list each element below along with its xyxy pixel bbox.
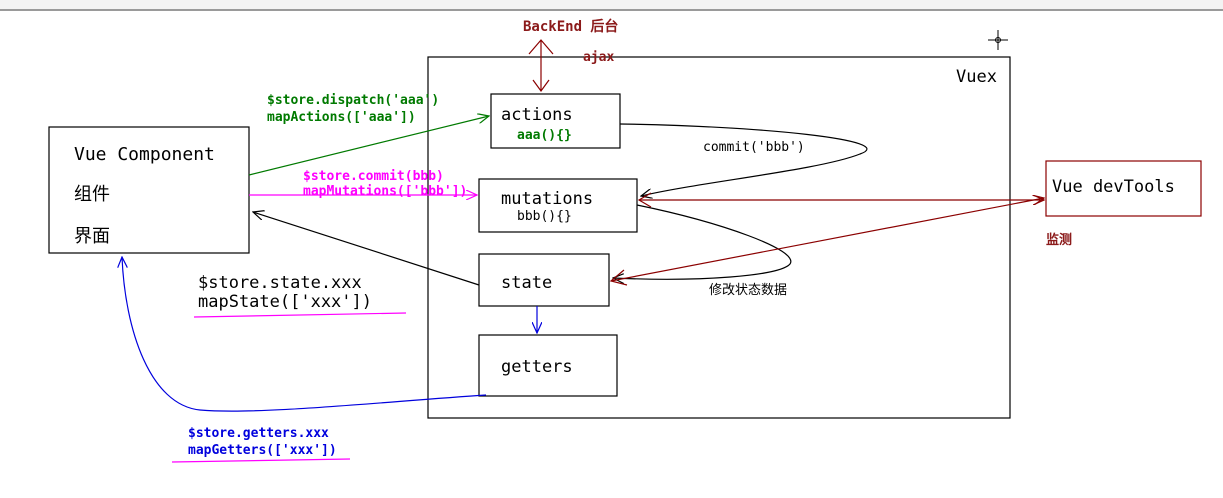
commit-bbb-label: commit('bbb')	[703, 140, 805, 155]
map-actions-label: mapActions(['aaa'])	[267, 110, 416, 125]
state-to-component-arrow	[253, 212, 480, 286]
state-underline	[193, 312, 407, 318]
backend-arrow-head-down	[532, 79, 550, 93]
getters-underline	[171, 458, 351, 463]
getters-box	[478, 334, 618, 397]
commit-label: $store.commit(bbb)	[303, 169, 444, 184]
actions-to-mutations-curve	[619, 123, 868, 196]
vue-component-title: Vue Component	[74, 144, 215, 165]
map-mutations-label: mapMutations(['bbb'])	[303, 184, 467, 199]
vue-component-line2: 组件	[74, 184, 110, 205]
devtools-mutations-head-left	[637, 192, 652, 208]
mutations-to-state-curve	[613, 204, 792, 279]
devtools-state-head-left	[609, 269, 628, 286]
window-top-strip	[0, 0, 1223, 11]
devtools-monitor-label: 监测	[1046, 232, 1072, 248]
vuex-container	[427, 56, 1011, 419]
actions-label: actions	[501, 105, 573, 125]
mutations-label: mutations	[501, 189, 593, 209]
modify-state-label: 修改状态数据	[709, 283, 787, 298]
map-getters-label: mapGetters(['xxx'])	[188, 443, 337, 458]
state-label: state	[501, 273, 552, 293]
getters-label: getters	[501, 357, 573, 377]
dispatch-label: $store.dispatch('aaa')	[267, 93, 439, 108]
backend-arrow-head-up	[528, 39, 554, 55]
state-xxx-label: $store.state.xxx	[198, 273, 362, 293]
mutations-method: bbb(){}	[517, 209, 572, 224]
backend-label: BackEnd 后台	[523, 18, 618, 35]
ajax-label: ajax	[583, 50, 614, 65]
actions-box	[490, 93, 621, 149]
getters-xxx-label: $store.getters.xxx	[188, 426, 329, 441]
map-state-label: mapState(['xxx'])	[198, 292, 372, 312]
vue-component-box	[48, 126, 250, 254]
actions-method: aaa(){}	[517, 128, 572, 143]
devtools-box	[1045, 160, 1202, 217]
devtools-label: Vue devTools	[1052, 177, 1175, 197]
devtools-state-line	[610, 198, 1044, 282]
dispatch-arrow	[248, 116, 489, 176]
vue-component-line3: 界面	[74, 226, 110, 247]
vuex-label: Vuex	[956, 67, 997, 87]
state-box	[478, 253, 610, 307]
crosshair-cursor-icon	[988, 30, 1008, 50]
getters-to-component-curve	[122, 257, 487, 412]
mutations-box	[478, 178, 638, 233]
